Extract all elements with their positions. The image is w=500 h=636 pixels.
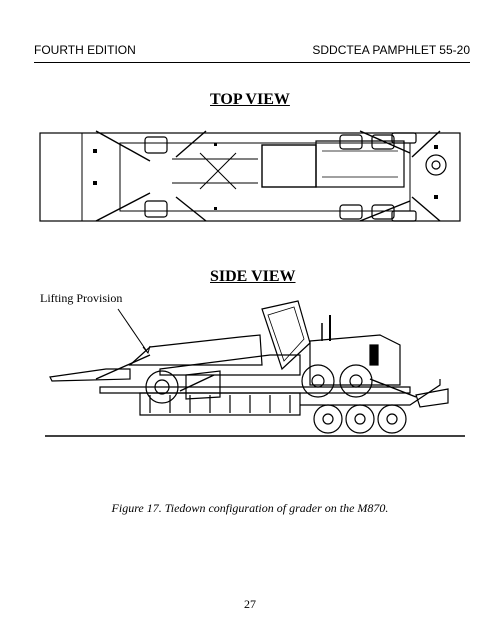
page-number: 27 bbox=[244, 597, 256, 611]
page-header: FOURTH EDITION SDDCTEA PAMPHLET 55-20 bbox=[34, 43, 470, 65]
side-view-drawing bbox=[45, 300, 465, 437]
header-rule bbox=[34, 62, 470, 63]
header-pamphlet-id: SDDCTEA PAMPHLET 55-20 bbox=[312, 43, 470, 57]
header-edition: FOURTH EDITION bbox=[34, 43, 136, 57]
figure-caption: Figure 17. Tiedown configuration of grad… bbox=[111, 501, 389, 515]
side-view-title: SIDE VIEW bbox=[210, 268, 296, 285]
top-view-title: TOP VIEW bbox=[210, 91, 290, 108]
top-view-drawing bbox=[39, 130, 461, 222]
lifting-provision-label: Lifting Provision bbox=[40, 291, 123, 305]
